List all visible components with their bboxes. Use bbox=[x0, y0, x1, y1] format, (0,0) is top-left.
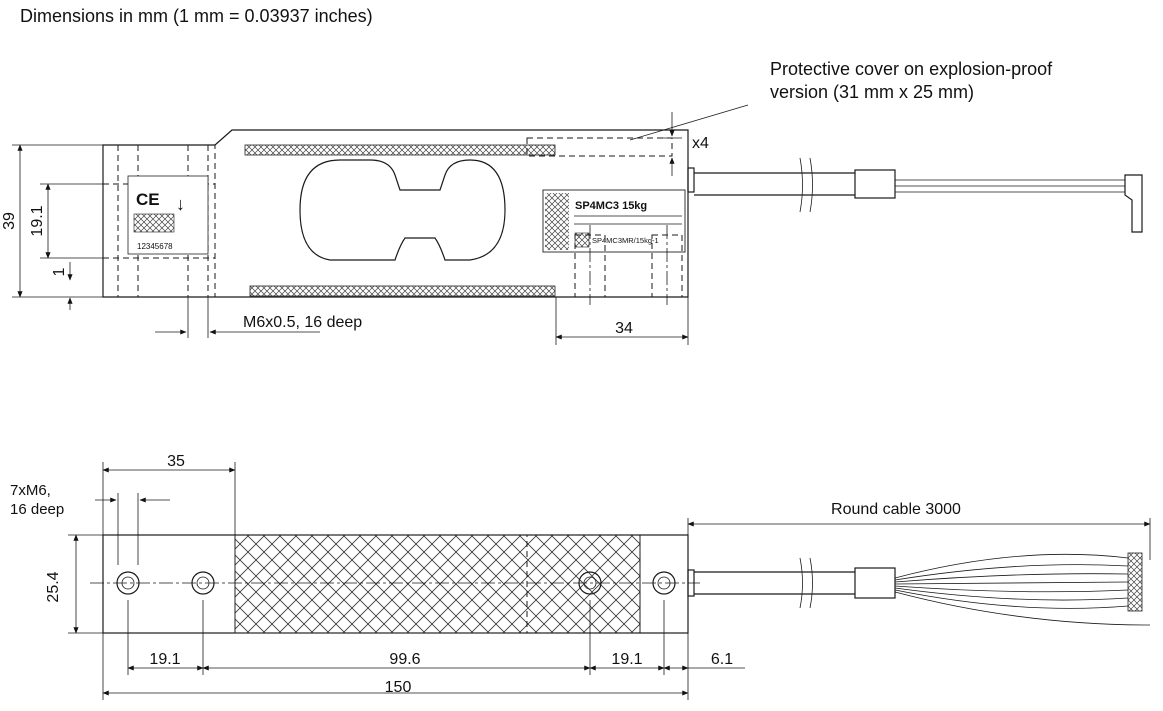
cover-area-top bbox=[526, 534, 641, 634]
qr-code-icon bbox=[574, 232, 590, 248]
serial-number: 12345678 bbox=[137, 242, 173, 251]
wire-ferrules bbox=[1127, 552, 1143, 612]
dim-hole-spacing: 19.1 bbox=[29, 205, 46, 236]
dim-height: 39 bbox=[1, 212, 18, 230]
mounting-hole-4 bbox=[652, 571, 676, 595]
thread-callout-top-line1: 7xM6, bbox=[10, 482, 51, 499]
ce-mark: CE bbox=[136, 190, 160, 209]
dim-hole-right: 19.1 bbox=[611, 651, 642, 668]
thread-callout-front: M6x0.5, 16 deep bbox=[243, 314, 362, 331]
cover-callout-line2: version (31 mm x 25 mm) bbox=[770, 82, 974, 102]
barcode-icon bbox=[133, 213, 175, 233]
dim-end-to-edge: 35 bbox=[167, 453, 185, 470]
cable-gland-front bbox=[854, 169, 896, 199]
front-view: CE ↓ 12345678 SP4MC3 15kg SP4MC3MR/15kg-… bbox=[1, 59, 1143, 345]
binocular-cutout bbox=[299, 159, 506, 261]
connector-front bbox=[1124, 174, 1143, 233]
drawing-title: Dimensions in mm (1 mm = 0.03937 inches) bbox=[20, 6, 373, 26]
dim-label-width: 34 bbox=[615, 320, 633, 337]
cross-hatch-area bbox=[234, 534, 641, 634]
cable-break-top bbox=[799, 557, 813, 609]
model-label: SP4MC3 15kg bbox=[575, 200, 647, 212]
thread-callout-top-line2: 16 deep bbox=[10, 501, 64, 518]
cover-callout-line1: Protective cover on explosion-proof bbox=[770, 59, 1053, 79]
dim-hole-center: 99.6 bbox=[389, 651, 420, 668]
cable-length-callout: Round cable 3000 bbox=[831, 501, 961, 518]
cable-break-front bbox=[799, 157, 813, 213]
ground-icon: ↓ bbox=[176, 194, 185, 214]
label-stripe bbox=[545, 193, 569, 250]
dim-hole-left: 19.1 bbox=[149, 651, 180, 668]
cable-gland-top bbox=[854, 567, 896, 599]
dim-width: 25.4 bbox=[45, 571, 62, 602]
cover-height-callout: x4 bbox=[692, 135, 709, 152]
top-view: 35 7xM6, 16 deep 25.4 19.1 99.6 19.1 6.1… bbox=[10, 453, 1151, 700]
dim-end-right: 6.1 bbox=[711, 651, 733, 668]
part-label: SP4MC3MR/15kg-1 bbox=[592, 236, 659, 245]
cable-wires bbox=[894, 553, 1151, 626]
protective-cover-outline bbox=[526, 137, 673, 157]
lower-band-hatch bbox=[249, 285, 556, 297]
cover-leader-line bbox=[629, 104, 749, 141]
mounting-hole-3 bbox=[578, 571, 602, 595]
mounting-hole-2 bbox=[191, 571, 215, 595]
dim-bottom-offset: 1 bbox=[51, 267, 68, 276]
mounting-hole-1 bbox=[116, 571, 140, 595]
left-block-outline bbox=[102, 144, 216, 298]
dim-length: 150 bbox=[385, 679, 412, 696]
upper-band-hatch bbox=[244, 144, 556, 156]
